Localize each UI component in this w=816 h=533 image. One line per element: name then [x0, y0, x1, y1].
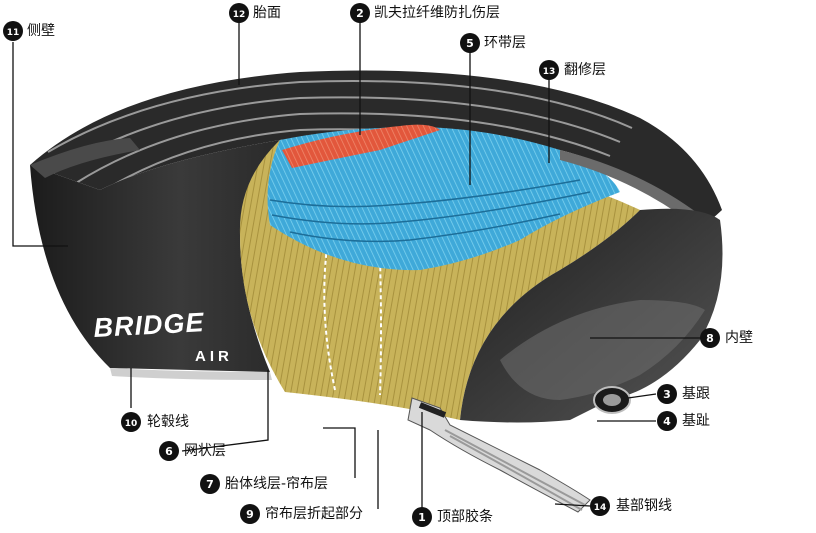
- svg-text:3: 3: [663, 388, 671, 401]
- label-belt: 环带层: [484, 35, 526, 51]
- badge-2: 2: [350, 3, 370, 23]
- callout-4: 4 基趾: [657, 411, 710, 431]
- callout-8: 8 内壁: [700, 328, 753, 348]
- badge-10: 10: [121, 412, 141, 432]
- brand-sub-logo: AIR: [195, 348, 233, 365]
- callout-1: 1 顶部胶条: [412, 507, 493, 527]
- badge-1: 1: [412, 507, 432, 527]
- label-sidewall: 侧壁: [27, 23, 55, 39]
- svg-text:10: 10: [125, 419, 138, 429]
- sidewall: [30, 140, 280, 372]
- badge-5: 5: [460, 33, 480, 53]
- badge-12: 12: [229, 3, 249, 23]
- callout-10: 10 轮毂线: [121, 412, 189, 432]
- callout-5: 5 环带层: [460, 33, 526, 53]
- svg-text:11: 11: [7, 28, 20, 38]
- leader-lines: [12, 18, 704, 513]
- badge-14: 14: [590, 496, 610, 516]
- label-casing-ply: 胎体线层-帘布层: [225, 476, 328, 492]
- base-wires: [444, 429, 586, 511]
- badge-8: 8: [700, 328, 720, 348]
- label-mesh: 网状层: [184, 443, 226, 459]
- callout-2: 2 凯夫拉纤维防扎伤层: [350, 3, 500, 23]
- callout-6: 6 网状层: [159, 441, 226, 461]
- badge-7: 7: [200, 474, 220, 494]
- svg-text:2: 2: [356, 7, 364, 20]
- label-inner-wall: 内壁: [725, 330, 753, 346]
- badge-6: 6: [159, 441, 179, 461]
- svg-text:7: 7: [206, 478, 214, 491]
- brand-logo: BRIDGE: [93, 307, 205, 343]
- badge-11: 11: [3, 21, 23, 41]
- badge-4: 4: [657, 411, 677, 431]
- callout-12: 12 胎面: [229, 3, 281, 23]
- callout-7: 7 胎体线层-帘布层: [200, 474, 328, 494]
- svg-text:9: 9: [246, 508, 254, 521]
- callouts: 11 侧壁 12 胎面 2 凯夫拉纤维防扎伤层 5 环带层: [3, 3, 753, 527]
- label-base-wire: 基部钢线: [616, 497, 672, 514]
- label-tread: 胎面: [253, 5, 281, 21]
- badge-13: 13: [539, 60, 559, 80]
- label-rim-line: 轮毂线: [147, 414, 189, 430]
- svg-text:4: 4: [663, 415, 671, 428]
- label-retread: 翻修层: [564, 62, 606, 78]
- callout-3: 3 基跟: [657, 384, 710, 404]
- svg-text:13: 13: [543, 67, 556, 77]
- label-kevlar: 凯夫拉纤维防扎伤层: [374, 5, 500, 21]
- svg-text:8: 8: [706, 332, 714, 345]
- kevlar-layer: [282, 124, 440, 168]
- svg-text:6: 6: [165, 445, 173, 458]
- callout-9: 9 帘布层折起部分: [240, 504, 363, 524]
- svg-text:12: 12: [233, 10, 246, 20]
- label-bead-toe: 基趾: [682, 412, 710, 429]
- callout-13: 13 翻修层: [539, 60, 606, 80]
- belt-layers: [267, 126, 620, 271]
- badge-3: 3: [657, 384, 677, 404]
- label-ply-turnup: 帘布层折起部分: [265, 506, 363, 522]
- svg-text:1: 1: [418, 511, 426, 524]
- callout-11: 11 侧壁: [3, 21, 55, 41]
- callout-14: 14 基部钢线: [590, 496, 672, 516]
- label-bead-heel: 基跟: [682, 385, 710, 402]
- svg-text:14: 14: [594, 503, 607, 513]
- label-top-strip: 顶部胶条: [437, 508, 493, 525]
- badge-9: 9: [240, 504, 260, 524]
- tire-illustration: BRIDGE AIR: [30, 70, 723, 513]
- svg-text:5: 5: [466, 37, 474, 50]
